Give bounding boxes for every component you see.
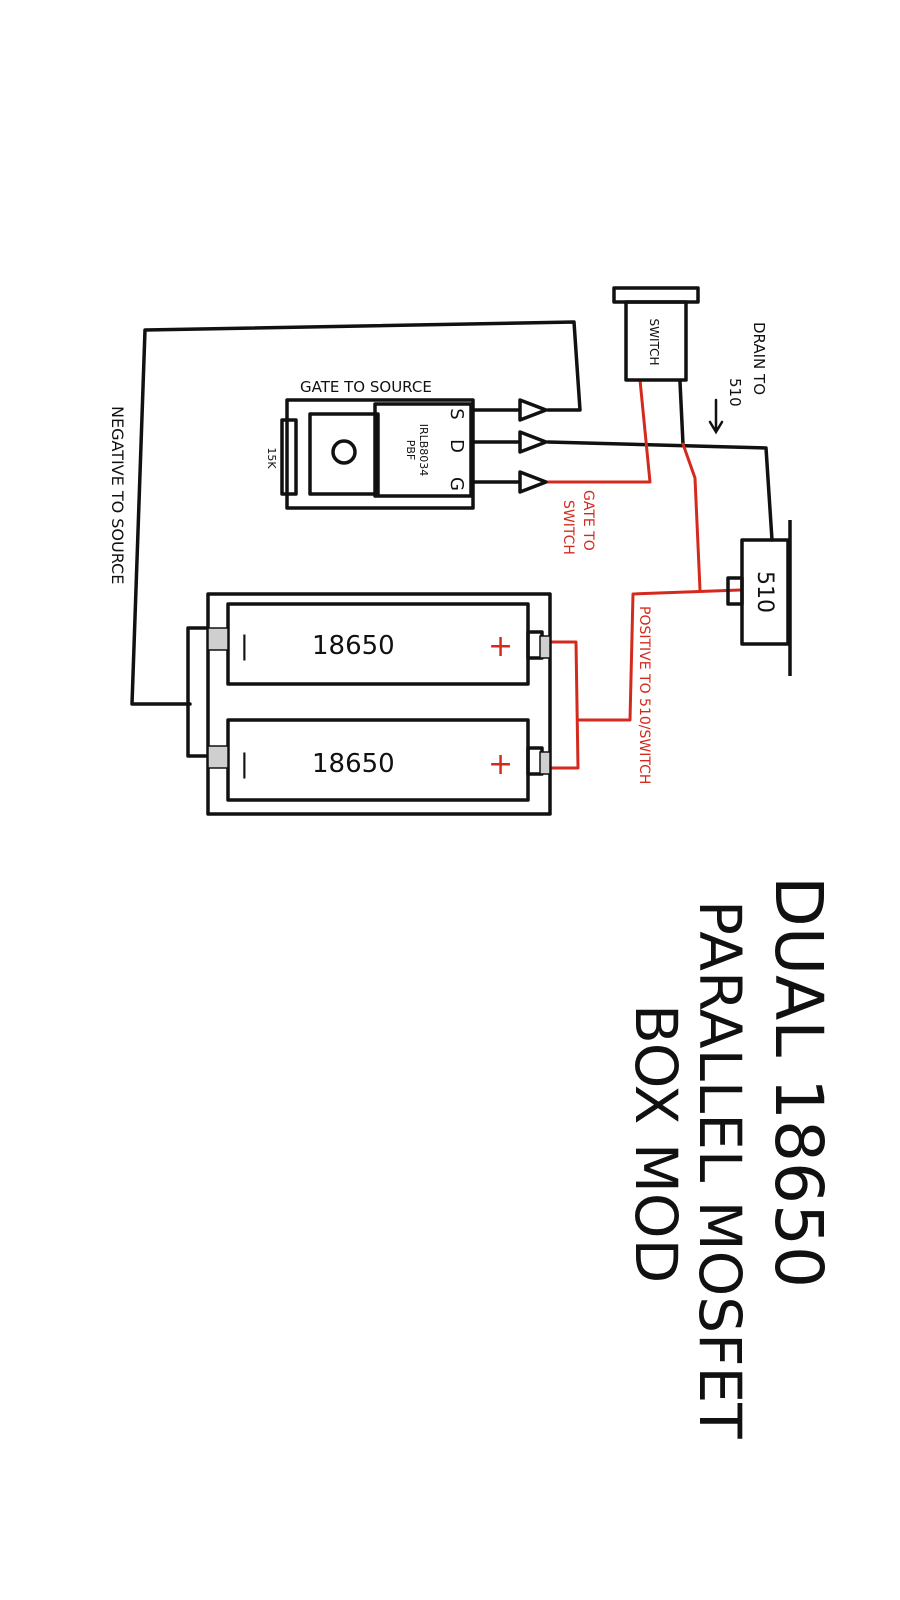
battery-2-plus: +	[488, 747, 513, 782]
mosfet	[280, 398, 548, 510]
gate-to-switch-wire	[546, 378, 652, 484]
gate-to-switch-label-1: GATE TO	[580, 490, 596, 551]
battery-positive-bus	[550, 640, 580, 770]
red-wires	[546, 378, 742, 770]
mosfet-pin-g: G	[446, 477, 467, 491]
title-line-2: PARALLEL MOSFET	[686, 900, 754, 1439]
title-line-3: BOX MOD	[622, 1004, 690, 1283]
battery-2-minus: |	[240, 749, 249, 779]
drain-arrow	[708, 398, 724, 435]
battery-1-positive-contact	[539, 635, 551, 659]
battery-negative-bus	[186, 626, 208, 758]
battery-1-minus: |	[240, 631, 249, 661]
gate-to-switch-label-2: SWITCH	[560, 500, 576, 555]
mosfet-tab	[308, 412, 380, 496]
switch-leg-black	[678, 380, 685, 446]
battery-2-negative-contact	[207, 745, 229, 769]
battery-2-label: 18650	[312, 749, 395, 779]
drain-to-510-label-1: DRAIN TO	[750, 322, 768, 395]
battery-1-plus: +	[488, 629, 513, 664]
switch-label: SWITCH	[647, 318, 661, 365]
switch	[612, 286, 700, 382]
drain-to-510-wire	[546, 440, 774, 542]
positive-to-switch-wire	[681, 442, 702, 592]
battery-1-negative-contact	[207, 627, 229, 651]
mosfet-pin-s: S	[446, 408, 467, 419]
mosfet-outline	[285, 398, 475, 510]
mosfet-part-line2: PBF	[404, 440, 417, 461]
battery-holder	[206, 592, 552, 816]
battery-contacts	[207, 627, 551, 775]
battery-2-positive-contact	[539, 751, 551, 775]
mosfet-leg-g	[473, 470, 548, 494]
switch-body	[624, 300, 688, 382]
title-line-1: DUAL 18650	[760, 876, 837, 1288]
drain-to-510-label-2: 510	[726, 378, 744, 407]
connector-510-pin	[726, 576, 744, 606]
negative-to-source-wire	[130, 320, 582, 706]
positive-to-510-switch-label: POSITIVE TO 510/SWITCH	[636, 606, 652, 784]
connector-510-label: 510	[752, 571, 777, 613]
connector-510	[726, 520, 792, 676]
black-wires	[130, 320, 774, 706]
resistor-15k	[280, 418, 298, 496]
gate-to-source-label: GATE TO SOURCE	[300, 378, 432, 396]
mosfet-pin-d: D	[446, 439, 467, 453]
mosfet-mount-hole	[331, 439, 357, 465]
resistor-label: 15K	[265, 447, 278, 469]
mosfet-body	[373, 402, 473, 498]
mosfet-leg-s	[473, 398, 548, 422]
positive-to-510-wire	[576, 588, 742, 722]
negative-to-source-label: NEGATIVE TO SOURCE	[108, 406, 127, 584]
battery-1-label: 18650	[312, 631, 395, 661]
mosfet-leg-d	[473, 430, 548, 454]
mosfet-part-line1: IRLB8034	[417, 424, 430, 477]
switch-flange	[612, 286, 700, 304]
